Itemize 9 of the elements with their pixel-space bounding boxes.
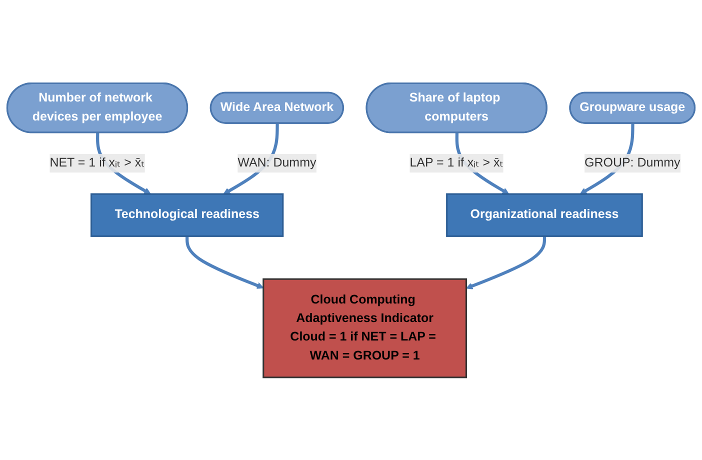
arrow — [186, 236, 264, 289]
node-box: Cloud Computing Adaptiveness Indicator Cloud = 1 if NET = LAP = WAN = GROUP = 1 — [262, 278, 468, 378]
edge-label: WAN: Dummy — [238, 156, 316, 170]
edge-label: GROUP: Dummy — [584, 156, 680, 170]
edge-label: LAP = 1 if xᵢₜ > x̄ₜ — [410, 156, 504, 170]
node-box: Organizational readiness — [446, 192, 643, 237]
edge-label: NET = 1 if xᵢₜ > x̄ₜ — [50, 156, 145, 170]
node-box: Technological readiness — [90, 192, 284, 237]
arrow — [466, 236, 546, 289]
